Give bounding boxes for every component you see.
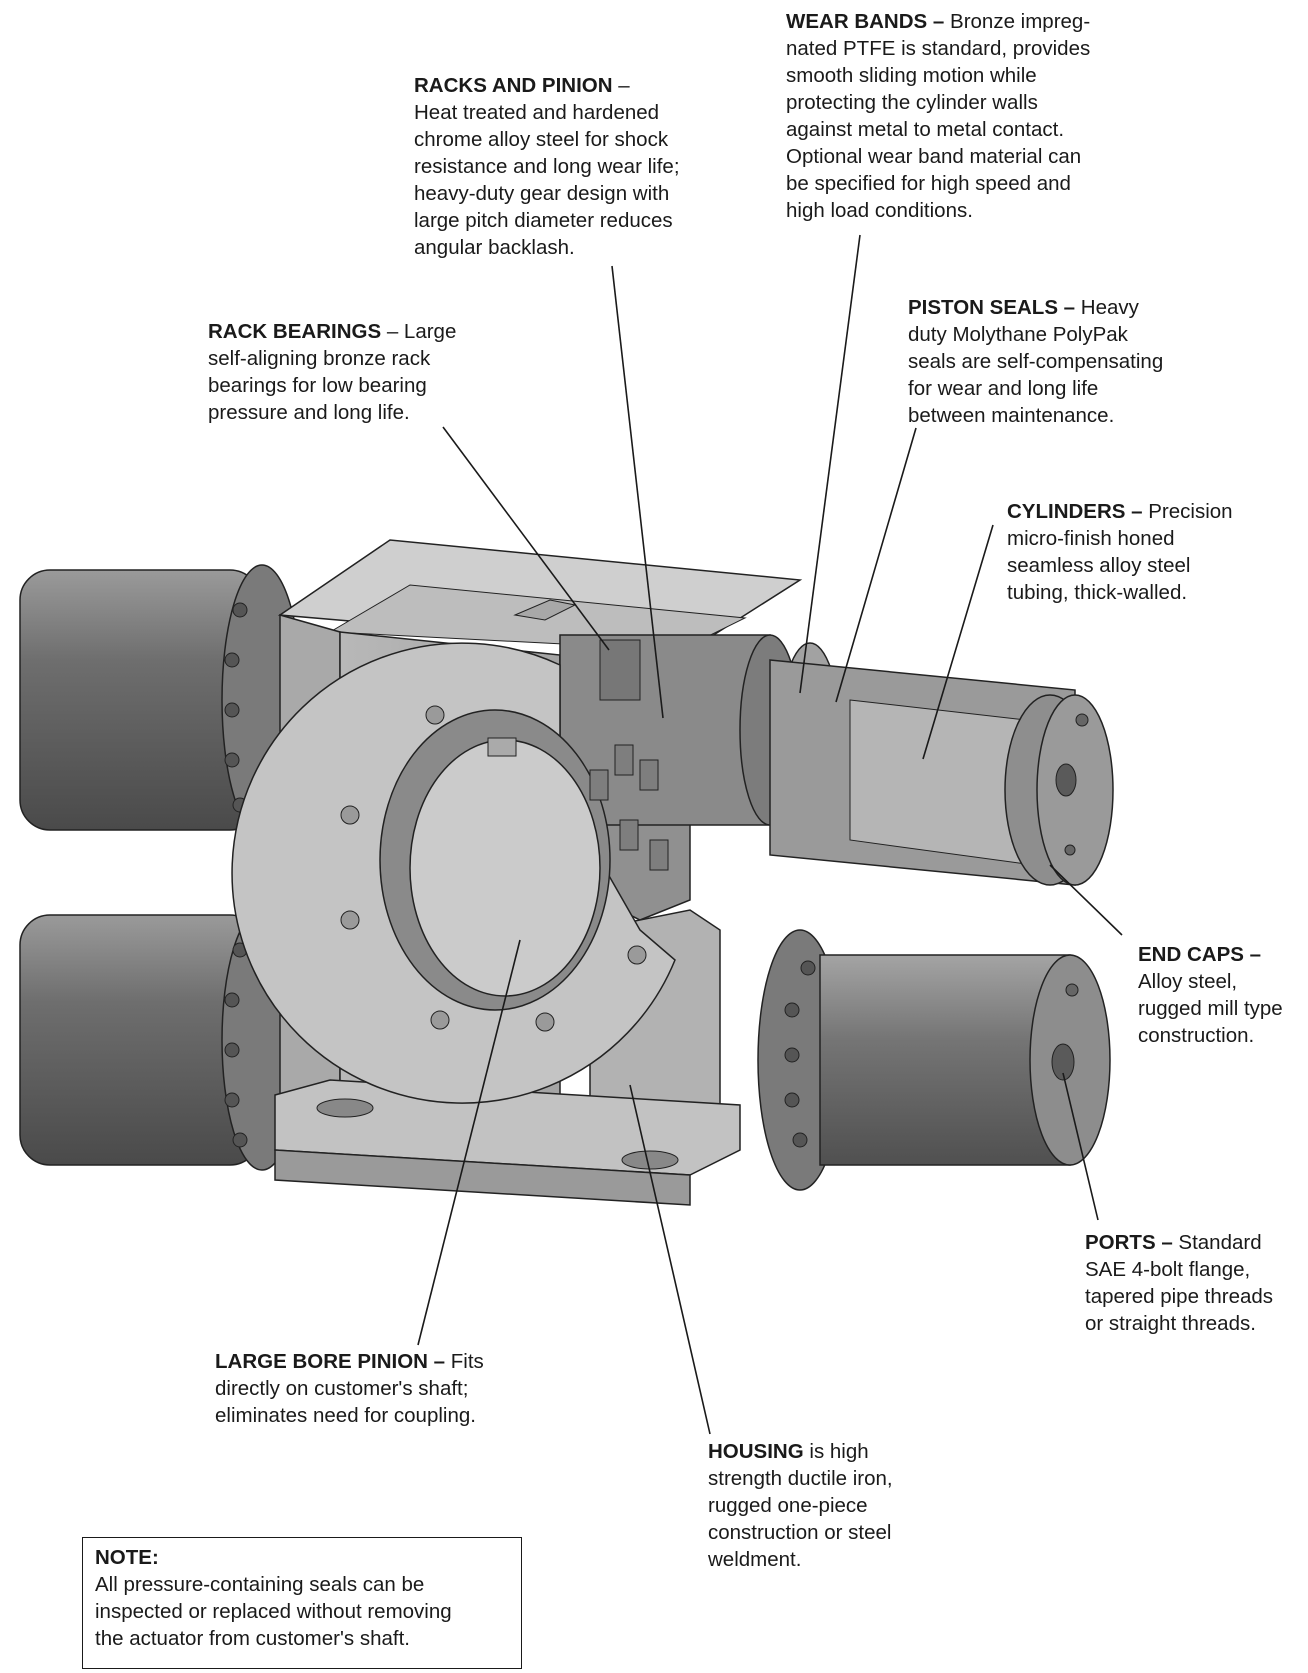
callout-ports: PORTS – Standard SAE 4-bolt flange, tape…: [1085, 1231, 1274, 1335]
callout-title: CYLINDERS –: [1007, 500, 1143, 523]
leader-ports: [1062, 1072, 1099, 1221]
note-line: the actuator from customer's shaft.: [95, 1627, 410, 1650]
callout-title: LARGE BORE PINION –: [215, 1350, 446, 1373]
callout-housing: HOUSING is high strength ductile iron, r…: [708, 1440, 893, 1571]
callout-cylinders: CYLINDERS – Precision micro-finish honed…: [1007, 500, 1233, 604]
callout-rack-bearings: RACK BEARINGS – Large self-aligning bron…: [208, 320, 457, 424]
callout-piston-seals: PISTON SEALS – Heavy duty Molythane Poly…: [908, 296, 1164, 427]
callout-wear-bands: WEAR BANDS – Bronze impreg- nated PTFE i…: [786, 10, 1091, 222]
note-line: inspected or replaced without removing: [95, 1600, 452, 1623]
leader-piston-seals: [835, 427, 917, 703]
callout-title: PISTON SEALS –: [908, 296, 1076, 319]
note-line: All pressure-containing seals can be: [95, 1573, 425, 1596]
callout-title: END CAPS –: [1138, 943, 1262, 966]
note-title: NOTE:: [95, 1546, 159, 1569]
callout-title: RACKS AND PINION: [414, 74, 613, 97]
callout-title: HOUSING: [708, 1440, 804, 1463]
callout-large-bore-pinion: LARGE BORE PINION – Fits directly on cus…: [215, 1350, 484, 1427]
leader-housing: [629, 1084, 711, 1435]
leader-end-caps: [1049, 864, 1123, 936]
callout-end-caps: END CAPS – Alloy steel, rugged mill type…: [1138, 943, 1283, 1047]
callout-title: WEAR BANDS –: [786, 10, 945, 33]
right-upper-cylinder: [769, 659, 1114, 886]
pinion-flange: [231, 642, 676, 1104]
callout-title: PORTS –: [1085, 1231, 1173, 1254]
leader-cylinders: [922, 524, 994, 760]
right-lower-cylinder: [757, 929, 1111, 1191]
leader-rack-bearings: [442, 426, 610, 651]
leader-wear-bands: [799, 234, 861, 694]
callout-title: RACK BEARINGS: [208, 320, 382, 343]
callout-racks-and-pinion: RACKS AND PINION – Heat treated and hard…: [414, 74, 680, 259]
leader-large-bore-pinion: [417, 939, 521, 1346]
leader-lines: [417, 234, 1123, 1435]
leader-racks-pinion: [611, 265, 664, 719]
note-box: NOTE: All pressure-containing seals can …: [82, 1537, 522, 1669]
